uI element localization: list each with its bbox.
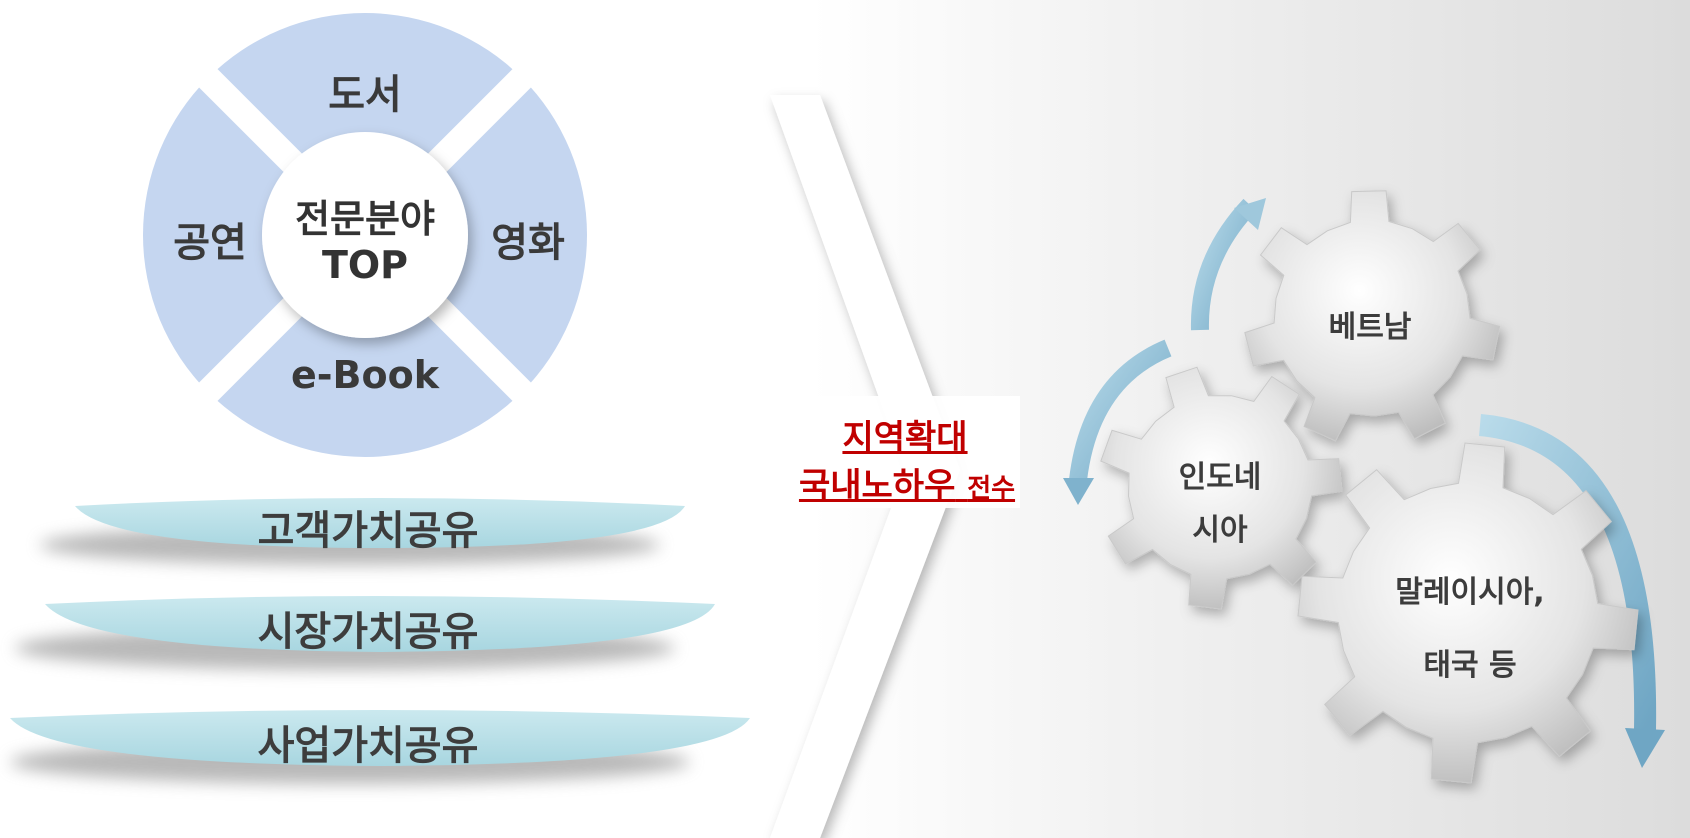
wheel-label-top: 도서 [328,72,402,118]
gear-label-indonesia-2: 시아 [1192,513,1248,548]
gear-label-vietnam: 베트남 [1328,310,1412,345]
transition-line1: 지역확대 [842,418,968,458]
wheel-label-bottom: e-Book [291,353,439,397]
arrow-down-right-icon [1478,414,1657,731]
arrow-up-icon [1190,198,1257,331]
transition-line2-small: 전수 [967,474,1016,504]
arrow-down-left-icon [1069,339,1172,482]
wheel-label-left: 공연 [173,220,247,266]
value-bar-market [45,596,715,652]
gear-label-indonesia-1: 인도네 [1178,460,1262,495]
value-bar-business [10,710,750,766]
wheel-center-line1: 전문분야 [295,197,435,241]
curved-arrows [1063,198,1665,768]
gear-label-malaysia-2: 태국 등 [1423,648,1517,683]
wheel-label-right: 영화 [491,220,565,266]
gear-label-malaysia-1: 말레이시아, [1395,575,1545,610]
wheel-center-title: 전문분야 TOP [265,196,465,288]
wheel-center [262,132,468,338]
wheel-center-line2: TOP [321,243,409,287]
bar-label-customer: 고객가치공유 [257,508,479,554]
bar-label-market: 시장가치공유 [257,609,479,655]
transition-line2-main: 국내노하우 [798,466,956,506]
gear-vietnam [1244,190,1501,442]
transition-line2: 국내노하우 전수 [742,458,1072,507]
bar-label-business: 사업가치공유 [257,723,479,769]
gear-malaysia [1297,442,1639,784]
gear-indonesia [1100,366,1343,610]
value-bar-customer [75,498,685,548]
category-wheel [143,13,587,457]
